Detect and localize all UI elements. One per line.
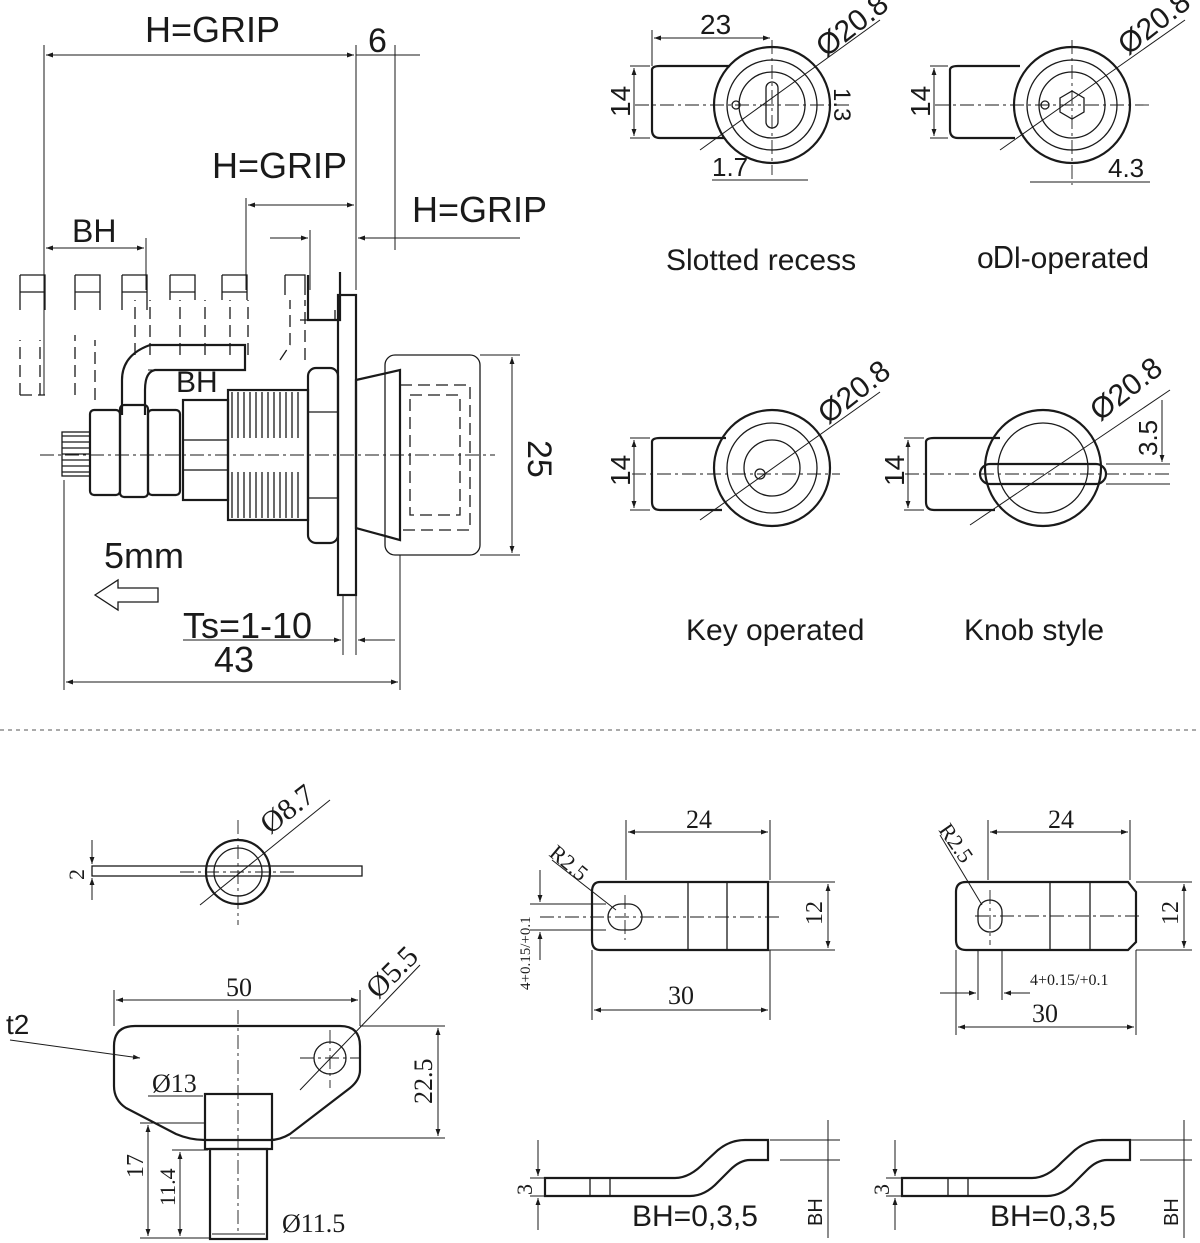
cam-a-tol-label: 4+0.15/+0.1: [518, 916, 534, 990]
tool-caption: oᎠl-operated: [977, 242, 1149, 275]
dim-25-label: 25: [520, 440, 558, 478]
slotted-recess-view: 23 Ø20.8 14 1.3 1.7 Slotted recess: [605, 0, 895, 277]
bh-mid-label: BH: [176, 366, 218, 399]
tongue-hole-label: Ø5.5: [360, 940, 425, 1005]
tool-hex-label: 4.3: [1108, 153, 1144, 183]
ts-label: Ts=1-10: [183, 605, 312, 646]
tongue-front-view: 50 Ø5.5 t2 22.5 Ø13 17 11.4 Ø11.5: [6, 940, 445, 1241]
knob-caption: Knob style: [964, 614, 1104, 647]
slotted-height-label: 14: [605, 86, 636, 117]
cam-b-r-label: R2.5: [934, 819, 979, 868]
grip-top-label: H=GRIP: [145, 9, 280, 50]
five-mm-label: 5mm: [104, 535, 184, 576]
cam-b-bh-short: BH: [1161, 1198, 1183, 1226]
slotted-caption: Slotted recess: [666, 244, 856, 277]
cam-b-side-view: 3 BH=0,3,5 BH: [869, 1120, 1192, 1238]
key-operated-view: Ø20.8 14 Key operated: [605, 354, 897, 647]
knob-size-label: 3.5: [1133, 420, 1163, 456]
key-caption: Key operated: [686, 614, 864, 647]
tongue-thickness-label: t2: [6, 1009, 29, 1040]
tongue-len17-label: 17: [123, 1154, 149, 1178]
knob-dia-label: Ø20.8: [1084, 351, 1169, 427]
cam-a-w30-label: 30: [668, 981, 694, 1010]
cam-a-r-label: R2.5: [545, 840, 593, 886]
cam-b-bh-label: BH=0,3,5: [990, 1200, 1116, 1233]
bh-top-label: BH: [72, 213, 116, 249]
dim-43-label: 43: [214, 639, 254, 680]
cam-b-top-view: 24 R2.5 12 4+0.15/+0.1 30: [934, 805, 1192, 1035]
cam-a-t3-label: 3: [512, 1184, 537, 1195]
tool-height-label: 14: [905, 86, 936, 117]
grip-mid-label: H=GRIP: [212, 145, 347, 186]
key-dia-label: Ø20.8: [812, 354, 897, 430]
cam-b-h12-label: 12: [1158, 901, 1184, 925]
cam-a-top-view: 24 R2.5 12 4+0.15/+0.1 30: [518, 805, 835, 1020]
tongue-shaft-label: Ø11.5: [282, 1209, 345, 1238]
cam-b-t3-label: 3: [869, 1184, 894, 1195]
knob-height-label: 14: [879, 455, 910, 486]
tongue-len114-label: 11.4: [155, 1168, 180, 1206]
cam-a-bh-short: BH: [805, 1198, 827, 1226]
cam-a-bh-label: BH=0,3,5: [632, 1200, 758, 1233]
slotted-slotw-label: 1.7: [712, 152, 748, 182]
cam-b-tol-label: 4+0.15/+0.1: [1030, 972, 1109, 989]
tool-dia-label: Ø20.8: [1112, 0, 1197, 62]
slotted-dia-label: Ø20.8: [810, 0, 895, 64]
cam-a-h12-label: 12: [802, 901, 828, 925]
cam-a-w24-label: 24: [686, 805, 712, 834]
key-height-label: 14: [605, 455, 636, 486]
cam-a-side-view: 3 BH=0,3,5 BH: [512, 1120, 840, 1238]
tongue-length-label: 50: [226, 973, 252, 1002]
tongue-thk-label: 2: [64, 869, 89, 880]
tongue-top-view: Ø8.7 2: [64, 778, 363, 925]
cam-b-w30-label: 30: [1032, 999, 1058, 1028]
tool-operated-view: Ø20.8 14 4.3 oᎠl-operated: [905, 0, 1197, 275]
slotted-width-label: 23: [700, 9, 731, 40]
knob-style-view: Ø20.8 14 3.5 Knob style: [879, 351, 1171, 647]
tongue-boss-label: Ø13: [152, 1069, 197, 1098]
assembly-side-view: H=GRIP 6 H=GRIP H=GRIP BH BH: [19, 9, 558, 690]
tongue-height-label: 22.5: [409, 1059, 438, 1105]
cam-b-w24-label: 24: [1048, 805, 1074, 834]
slotted-slot-label: 1.3: [828, 88, 855, 121]
tongue-top-dia-label: Ø8.7: [254, 778, 321, 840]
grip-right-label: H=GRIP: [412, 189, 547, 230]
six-label: 6: [368, 22, 387, 60]
